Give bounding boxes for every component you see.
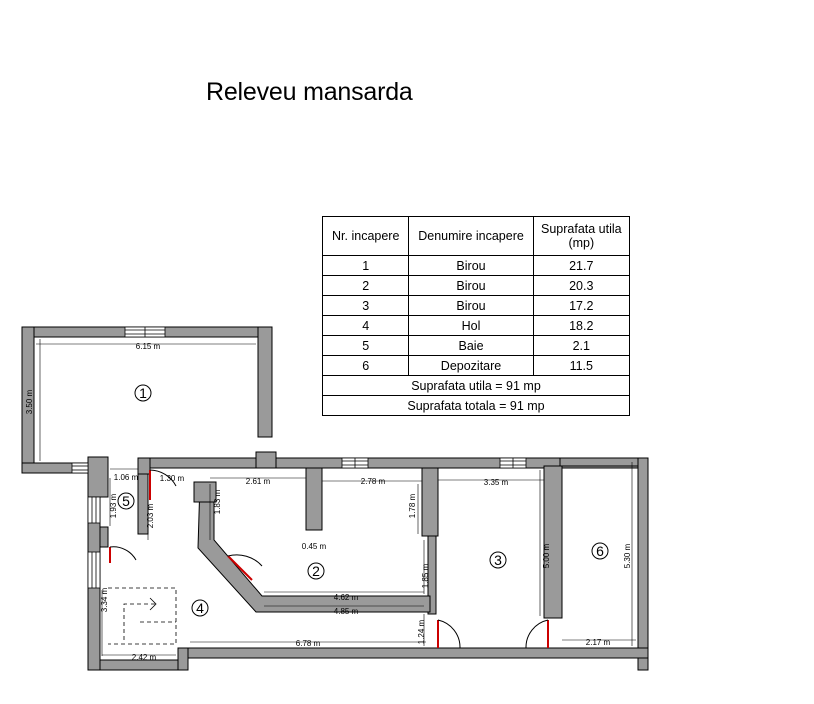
window-r1 [124,326,166,338]
dim-label: 2.61 m [246,477,271,486]
dim-label: 6.15 m [136,342,161,351]
wall-bottom-b [177,647,649,659]
door-r6 [525,619,549,649]
table-header-row: Nr. incapere Denumire incapere Suprafata… [321,216,631,256]
room-labels: 1 2 3 4 5 6 [117,384,609,617]
wall-right [637,457,649,671]
window-r5 [87,496,101,524]
cell-name: Baie [408,335,534,356]
dim-label: 1.85 m [421,563,430,588]
wall-mid-lower [427,535,437,615]
room-3-label: 3 [489,551,507,569]
room-number: 6 [596,543,604,559]
header-nr: Nr. incapere [321,216,410,256]
wall-mid [421,467,439,537]
dim-label: 1.93 m [109,493,118,518]
wall-bottom-step [177,647,189,671]
cell-nr: 4 [321,315,410,336]
dim-label: 0.45 m [302,542,327,551]
wall-diag-top [193,481,217,503]
cell-area: 20.3 [532,275,631,296]
door-r1-r4 [149,469,177,500]
wall-top-c [559,457,649,467]
room-1-label: 1 [134,384,152,402]
window-r1-left [71,462,89,474]
dim-label: 3.34 m [100,587,109,612]
dim-label: 2.42 m [132,653,157,662]
window-r2 [341,457,369,469]
dim-label: 2.78 m [361,477,386,486]
room-number: 5 [122,493,130,509]
dim-label: 2.03 m [146,503,155,528]
dim-label: 4.85 m [334,607,359,616]
window-r4 [87,551,101,589]
total-useful-row: Suprafata utila = 91 mp [322,375,630,396]
door-r5 [109,546,137,563]
dim-label: 5.00 m [542,543,551,568]
room-table: Nr. incapere Denumire incapere Suprafata… [321,216,631,416]
dim-label: 1.06 m [114,473,139,482]
dim-label: 5.30 m [623,543,632,568]
dim-label: 2.17 m [586,638,611,647]
dimension-labels: 6.15 m 3.50 m 1.06 m 1.30 m 2.61 m 2.78 … [25,342,632,662]
dim-label: 1.83 m [213,489,222,514]
wall-step [255,451,277,469]
door-r2 [227,554,263,581]
stairs-icon [108,587,177,645]
header-area: Suprafata utila (mp) [532,216,631,256]
total-area-row: Suprafata totala = 91 mp [322,395,630,416]
room-number: 3 [494,552,502,568]
windows [71,326,527,589]
room-5-label: 5 [117,492,135,510]
wall-r3-r6 [543,465,563,619]
dim-label: 1.30 m [160,474,185,483]
total-useful: Suprafata utila = 91 mp [322,375,630,396]
cell-area: 18.2 [532,315,631,336]
wall-top-a [149,457,257,469]
room-number: 2 [312,563,320,579]
dim-label: 6.78 m [296,639,321,648]
dimension-lines [36,339,636,656]
wall-column [305,467,323,531]
dim-label: 4.62 m [334,593,359,602]
dim-label: 1.78 m [408,493,417,518]
room-4-label: 4 [191,599,209,617]
room-number: 4 [196,600,204,616]
wall-stub-a [137,457,151,475]
dim-label: 3.35 m [484,478,509,487]
window-r3 [499,457,527,469]
header-name: Denumire incapere [408,216,534,256]
wall-r1-right [257,326,273,438]
page-title: Releveu mansarda [206,78,413,106]
wall-top-left [87,456,109,498]
doors [109,469,549,649]
dim-label: 1.24 m [417,619,426,644]
room-number: 1 [139,385,147,401]
cell-area: 17.2 [532,295,631,316]
room-6-label: 6 [591,542,609,560]
door-r3 [437,619,461,649]
dim-label: 3.50 m [25,389,34,414]
total-area: Suprafata totala = 91 mp [322,395,630,416]
room-2-label: 2 [307,562,325,580]
wall-bath-left [99,526,109,548]
